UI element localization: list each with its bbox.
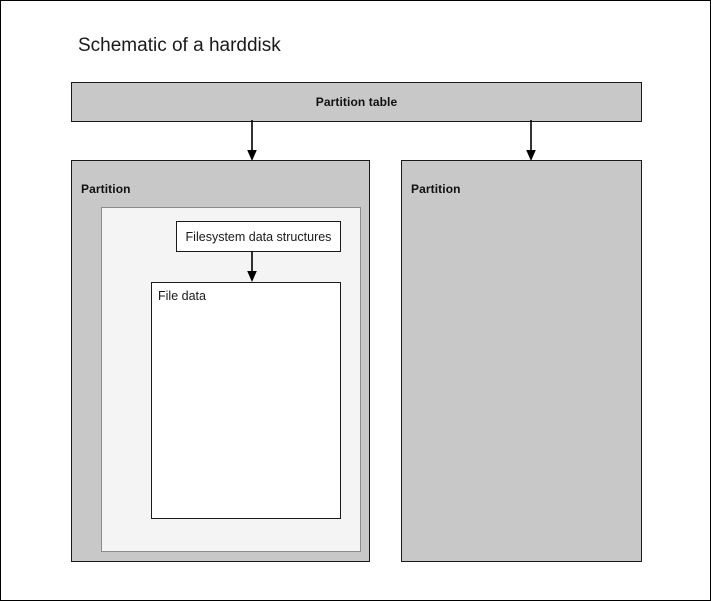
node-file-data[interactable]: File data (151, 282, 341, 519)
edge-filesystem-structures-to-file-data (247, 251, 257, 282)
page-title: Schematic of a harddisk (78, 35, 281, 56)
node-partition-right[interactable]: Partition (401, 160, 642, 562)
node-partition-table-label: Partition table (315, 95, 398, 109)
edge-partition-table-to-left-partition (247, 120, 257, 161)
edge-partition-table-to-right-partition (526, 120, 536, 161)
node-file-data-label: File data (158, 289, 206, 303)
node-partition-right-label: Partition (411, 182, 461, 196)
node-partition-table[interactable]: Partition table (71, 82, 642, 122)
node-partition-left-label: Partition (81, 182, 131, 196)
node-filesystem-structures-label: Filesystem data structures (185, 229, 332, 244)
node-filesystem-structures[interactable]: Filesystem data structures (176, 221, 341, 252)
